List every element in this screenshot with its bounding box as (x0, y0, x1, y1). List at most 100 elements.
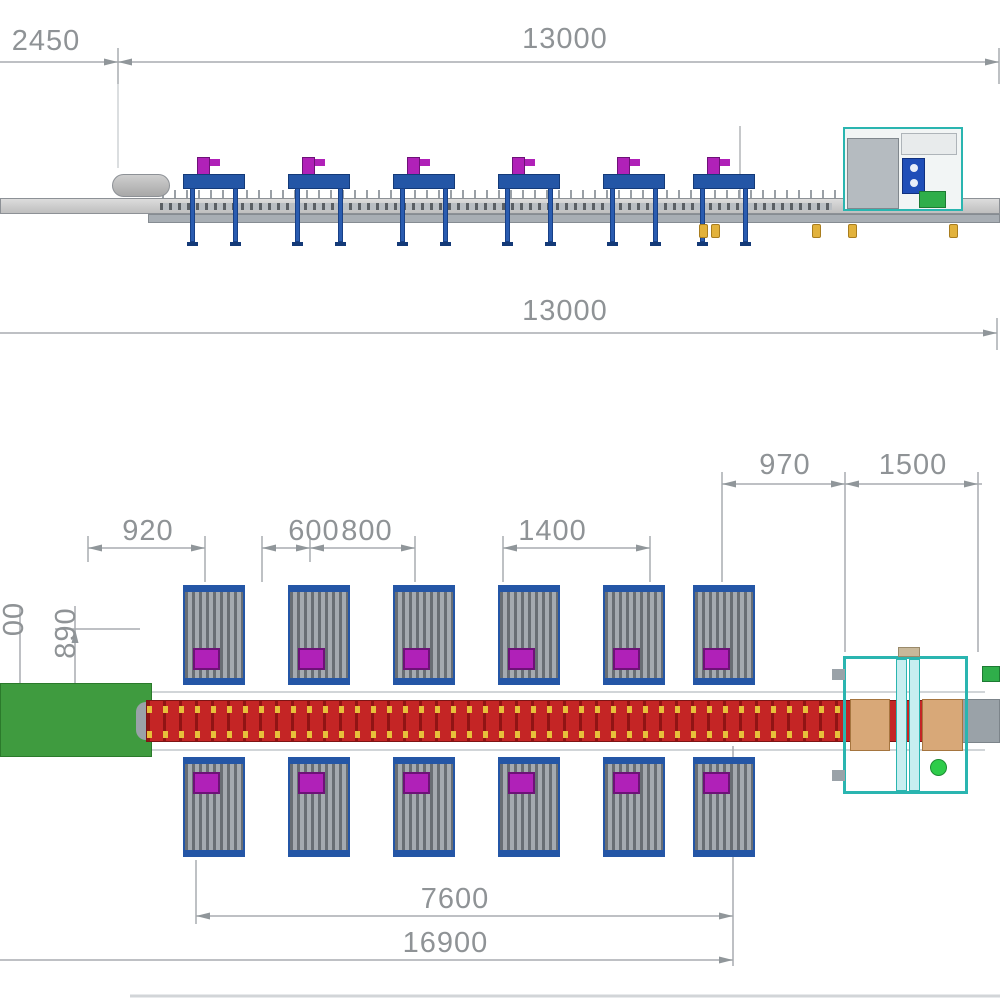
station-foot-left (697, 242, 708, 246)
station-leg-right (338, 188, 343, 242)
station-beam (288, 174, 350, 189)
station-beam (693, 174, 755, 189)
dim-label-920: 920 (122, 515, 174, 547)
dim-label-2450: 2450 (11, 25, 81, 57)
motor-dot (910, 164, 918, 172)
plan-station-top-4 (498, 585, 560, 685)
station-foot-left (187, 242, 198, 246)
clamp-magenta-block (193, 648, 220, 670)
plan-station-top-1 (183, 585, 245, 685)
station-end-cap (288, 850, 350, 857)
station-foot-left (502, 242, 513, 246)
dim-label-800: 800 (341, 515, 393, 547)
infeed-belt-plan (0, 683, 152, 757)
station-leg-left (400, 188, 405, 242)
station-leg-left (610, 188, 615, 242)
dim-label-16900: 16900 (402, 927, 489, 959)
conveyor-nose-elevation (112, 174, 170, 197)
end-machine-top-unit (901, 133, 957, 155)
station-leg-left (700, 188, 705, 242)
plan-station-top-3 (393, 585, 455, 685)
plan-station-bottom-2 (288, 757, 350, 857)
station-end-cap (183, 678, 245, 685)
plan-station-bottom-3 (393, 757, 455, 857)
plan-station-top-5 (603, 585, 665, 685)
clamp-flag-top (315, 159, 325, 166)
chain-pegs-elevation (162, 190, 840, 198)
clamp-magenta-block (298, 648, 325, 670)
dim-label-13000-overall: 13000 (522, 295, 608, 327)
clamp-flag-top (525, 159, 535, 166)
dim-label-970: 970 (759, 449, 811, 481)
elevation-station-4 (498, 157, 560, 249)
station-leg-left (190, 188, 195, 242)
plan-station-bottom-5 (603, 757, 665, 857)
station-end-cap (498, 678, 560, 685)
outfeed-green-part (982, 666, 1000, 682)
station-end-cap (393, 585, 455, 592)
machine-pad (832, 669, 845, 680)
station-end-cap (183, 585, 245, 592)
station-leg-right (443, 188, 448, 242)
dim-label-7600: 7600 (420, 883, 490, 915)
station-foot-left (607, 242, 618, 246)
clamp-magenta-block (193, 772, 220, 794)
station-end-cap (603, 585, 665, 592)
outfeed-section-plan (962, 699, 1000, 743)
clamp-flag-top (720, 159, 730, 166)
clamp-magenta-block (703, 772, 730, 794)
plan-station-top-2 (288, 585, 350, 685)
conveyor-lower-rail-elevation (148, 214, 1000, 223)
clamp-flag-icon (512, 157, 525, 175)
clamp-flag-top (210, 159, 220, 166)
elevation-station-2 (288, 157, 350, 249)
clamp-flag-top (630, 159, 640, 166)
dim-label-13000-top: 13000 (522, 23, 608, 55)
station-beam (393, 174, 455, 189)
elevation-station-3 (393, 157, 455, 249)
clamp-flag-icon (407, 157, 420, 175)
station-leg-right (233, 188, 238, 242)
dim-label-890: 890 (50, 607, 82, 659)
clamp-magenta-block (403, 648, 430, 670)
clamp-magenta-block (613, 648, 640, 670)
plan-station-bottom-1 (183, 757, 245, 857)
clamp-magenta-block (613, 772, 640, 794)
clamp-flag-icon (617, 157, 630, 175)
plan-station-top-6 (693, 585, 755, 685)
station-leg-right (548, 188, 553, 242)
end-machine-plan (832, 647, 968, 794)
machine-green-knob (930, 759, 947, 776)
dim-label-600: 600 (288, 515, 340, 547)
station-end-cap (603, 678, 665, 685)
leveling-foot (812, 224, 821, 238)
station-foot-right (650, 242, 661, 246)
end-machine-cabinet (847, 138, 899, 209)
plan-station-bottom-6 (693, 757, 755, 857)
station-end-cap (603, 850, 665, 857)
dim-label-1400: 1400 (518, 515, 587, 547)
end-machine-green-unit (919, 191, 946, 208)
motor-dot (910, 179, 918, 187)
leveling-foot (848, 224, 857, 238)
machine-pusher-left (850, 699, 890, 751)
dim-label-1500: 1500 (878, 449, 948, 481)
station-foot-right (230, 242, 241, 246)
station-end-cap (288, 678, 350, 685)
station-end-cap (498, 850, 560, 857)
station-beam (498, 174, 560, 189)
clamp-magenta-block (403, 772, 430, 794)
station-foot-right (545, 242, 556, 246)
station-leg-left (505, 188, 510, 242)
clamp-magenta-block (508, 772, 535, 794)
station-end-cap (693, 678, 755, 685)
station-end-cap (603, 757, 665, 764)
station-foot-left (397, 242, 408, 246)
elevation-station-5 (603, 157, 665, 249)
machine-pad (832, 770, 845, 781)
station-end-cap (498, 585, 560, 592)
machine-top-stub (898, 647, 920, 657)
plan-station-bottom-4 (498, 757, 560, 857)
end-machine-motor (902, 158, 925, 194)
